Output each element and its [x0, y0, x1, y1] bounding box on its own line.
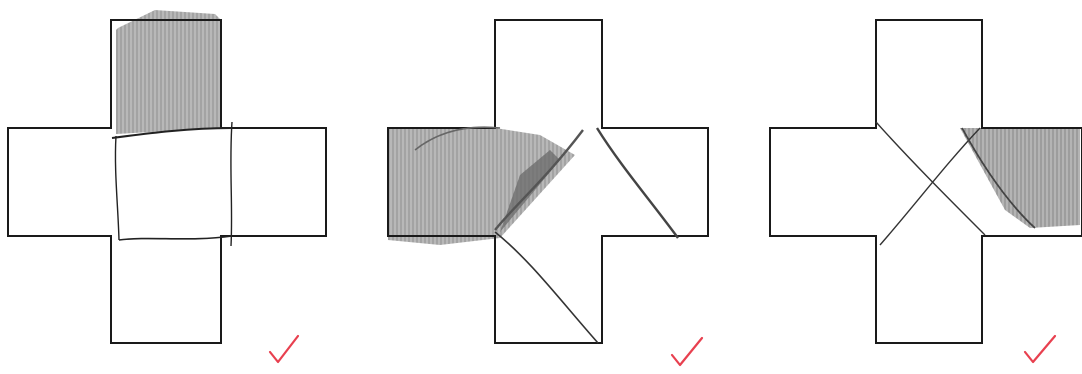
- drawn-line: [115, 136, 119, 240]
- cross-figure-1: [8, 10, 326, 343]
- checkmark-icon: [672, 338, 702, 365]
- checkmark-icon: [270, 336, 298, 362]
- shaded-region: [116, 10, 221, 134]
- drawn-line: [119, 236, 232, 240]
- drawn-line: [231, 122, 232, 246]
- cross-figure-2: [388, 20, 708, 343]
- drawn-line: [597, 128, 678, 238]
- shaded-region: [388, 128, 575, 245]
- checkmark-icon: [1025, 336, 1055, 362]
- drawn-line: [495, 232, 598, 343]
- cross-figure-3: [770, 20, 1082, 343]
- drawn-line: [880, 128, 980, 245]
